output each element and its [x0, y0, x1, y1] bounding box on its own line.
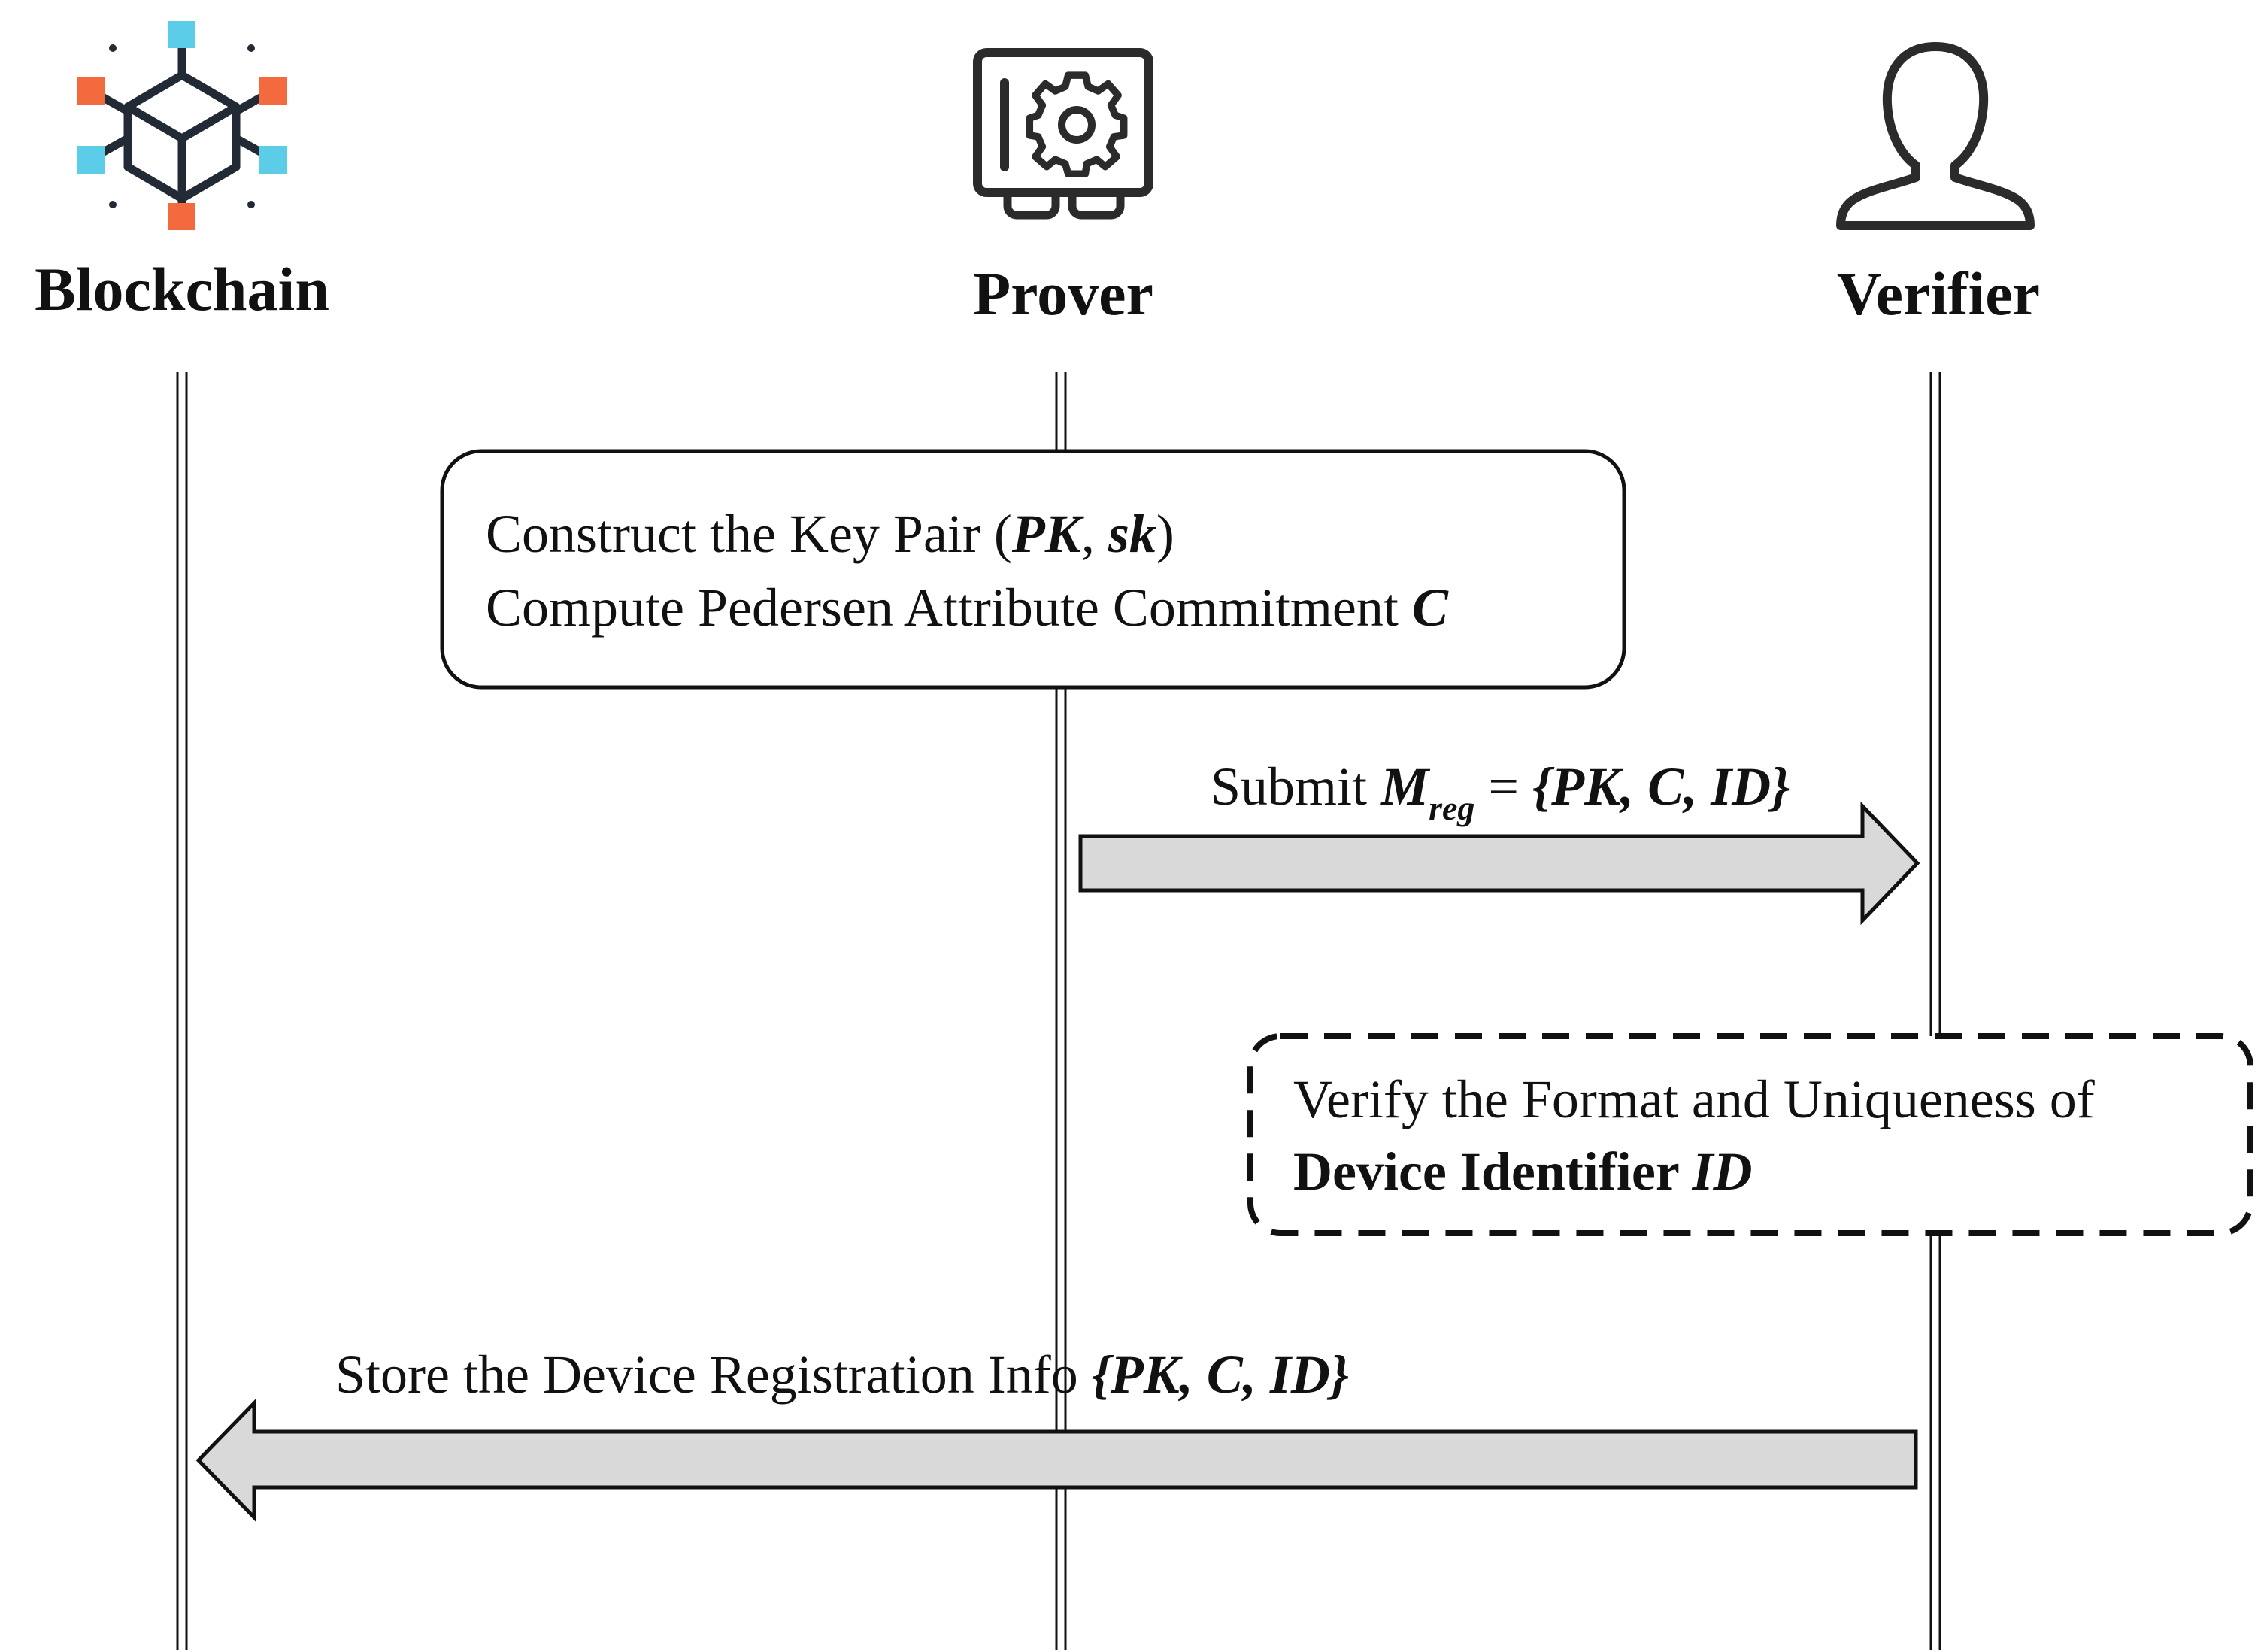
submit-message-arrow: Submit Mreg = {PK, C, ID}: [1078, 756, 1920, 926]
verifier-box-line2: Device Identifier ID: [1293, 1141, 1753, 1202]
user-person-icon: [1836, 42, 2035, 230]
submit-message-label: Submit Mreg = {PK, C, ID}: [1211, 756, 1790, 827]
participant-label-verifier: Verifier: [1837, 259, 2040, 328]
lifeline-blockchain: [176, 372, 188, 1650]
lifeline-verifier: [1929, 372, 1941, 1650]
verifier-check-box: Verify the Format and Uniqueness of Devi…: [1247, 1033, 2253, 1236]
store-message-label: Store the Device Registration Info {PK, …: [335, 1344, 1349, 1405]
prover-process-box: Construct the Key Pair (PK, sk) Compute …: [440, 449, 1626, 690]
verifier-box-line1: Verify the Format and Uniqueness of: [1293, 1069, 2095, 1129]
participant-label-prover: Prover: [973, 259, 1153, 328]
prover-box-line1: Construct the Key Pair (PK, sk): [486, 504, 1174, 564]
participant-label-blockchain: Blockchain: [35, 255, 329, 323]
device-gear-safe-icon: [973, 48, 1153, 220]
store-message-arrow: Store the Device Registration Info {PK, …: [195, 1344, 1918, 1523]
blockchain-network-icon: [77, 21, 287, 230]
prover-box-line2: Compute Pedersen Attribute Commitment C: [486, 577, 1449, 638]
